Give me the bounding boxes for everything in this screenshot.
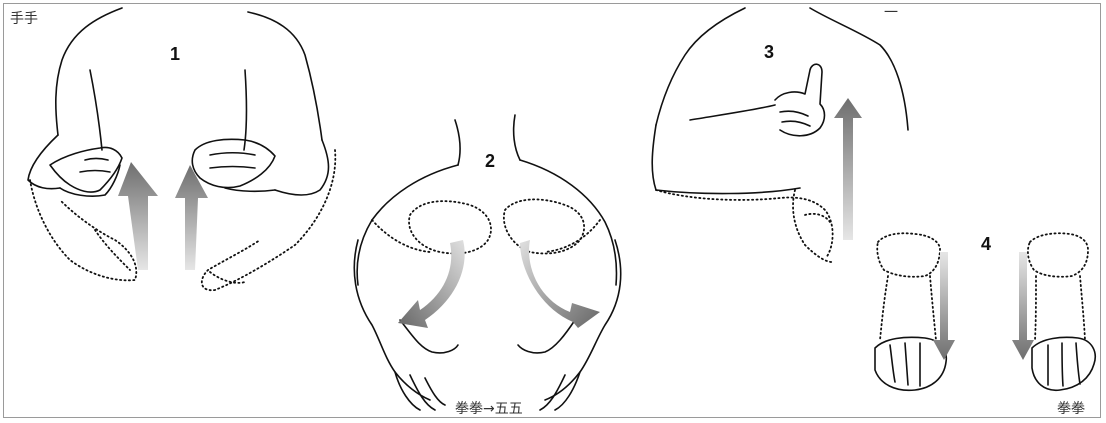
panel-1-figure [28, 8, 335, 290]
panel-4-figure [875, 233, 1095, 390]
step-number-3: 3 [764, 42, 774, 63]
bottom-center-label: 拳拳→五五 [455, 398, 523, 418]
step-number-4: 4 [981, 234, 991, 255]
top-right-label: 一 [884, 2, 898, 22]
step-number-1: 1 [170, 44, 180, 65]
top-left-label: 手手 [10, 8, 38, 28]
step-number-2: 2 [485, 151, 495, 172]
panel-3-figure [652, 8, 908, 262]
bottom-right-label: 拳拳 [1057, 398, 1085, 418]
